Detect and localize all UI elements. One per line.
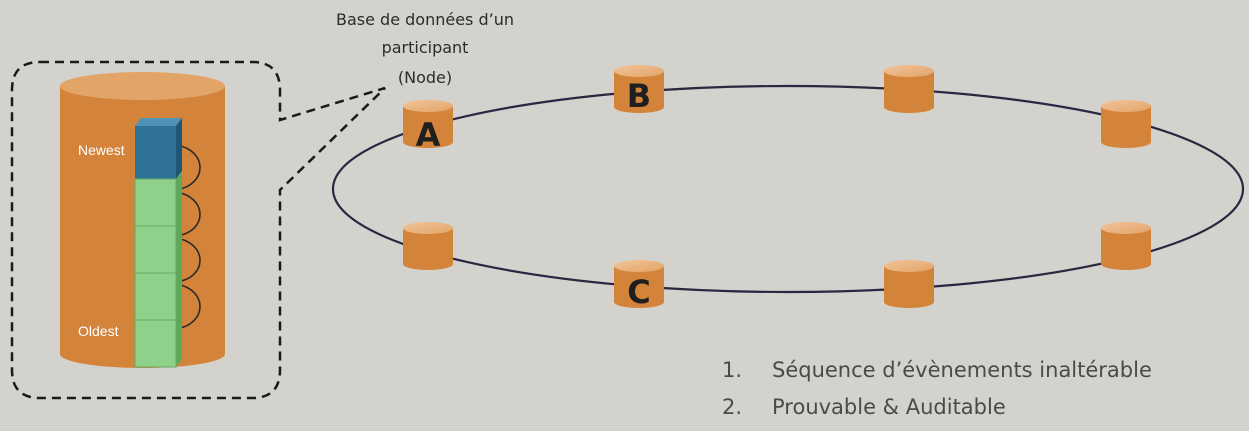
node-label: A: [416, 116, 441, 154]
property-number: 1.: [722, 358, 743, 382]
block-chain: Newest Oldest: [78, 118, 201, 368]
property-text: Séquence d’évènements inaltérable: [772, 358, 1152, 382]
node: [884, 260, 934, 308]
properties-list: 1. Séquence d’évènements inaltérable 2. Pr…: [722, 352, 1152, 426]
oldest-label: Oldest: [78, 323, 119, 339]
node: [403, 222, 453, 270]
caption-line: Base de données d’un: [336, 10, 514, 29]
block: [134, 171, 182, 227]
property-item: 2. Prouvable & Auditable: [722, 389, 1152, 426]
block-oldest: [134, 312, 182, 368]
node: [1101, 222, 1151, 270]
node-b: B: [614, 65, 664, 115]
property-number: 2.: [722, 395, 743, 419]
block: [134, 265, 182, 321]
chain-arrows: [175, 144, 201, 330]
zoom-callout: [10, 60, 386, 400]
block-newest: [135, 118, 182, 179]
property-item: 1. Séquence d’évènements inaltérable: [722, 352, 1152, 389]
node: [1101, 100, 1151, 148]
database-caption: Base de données d’un participant (Node): [300, 6, 550, 92]
node-a: A: [403, 100, 453, 154]
node-label: C: [627, 273, 650, 311]
caption-line: participant: [381, 38, 469, 57]
newest-label: Newest: [78, 142, 125, 158]
node-label: B: [627, 77, 651, 115]
node-c: C: [614, 260, 664, 311]
block: [134, 218, 182, 274]
caption-line: (Node): [397, 68, 453, 87]
node: [884, 65, 934, 113]
property-text: Prouvable & Auditable: [772, 395, 1006, 419]
network-ring: [331, 84, 1245, 294]
